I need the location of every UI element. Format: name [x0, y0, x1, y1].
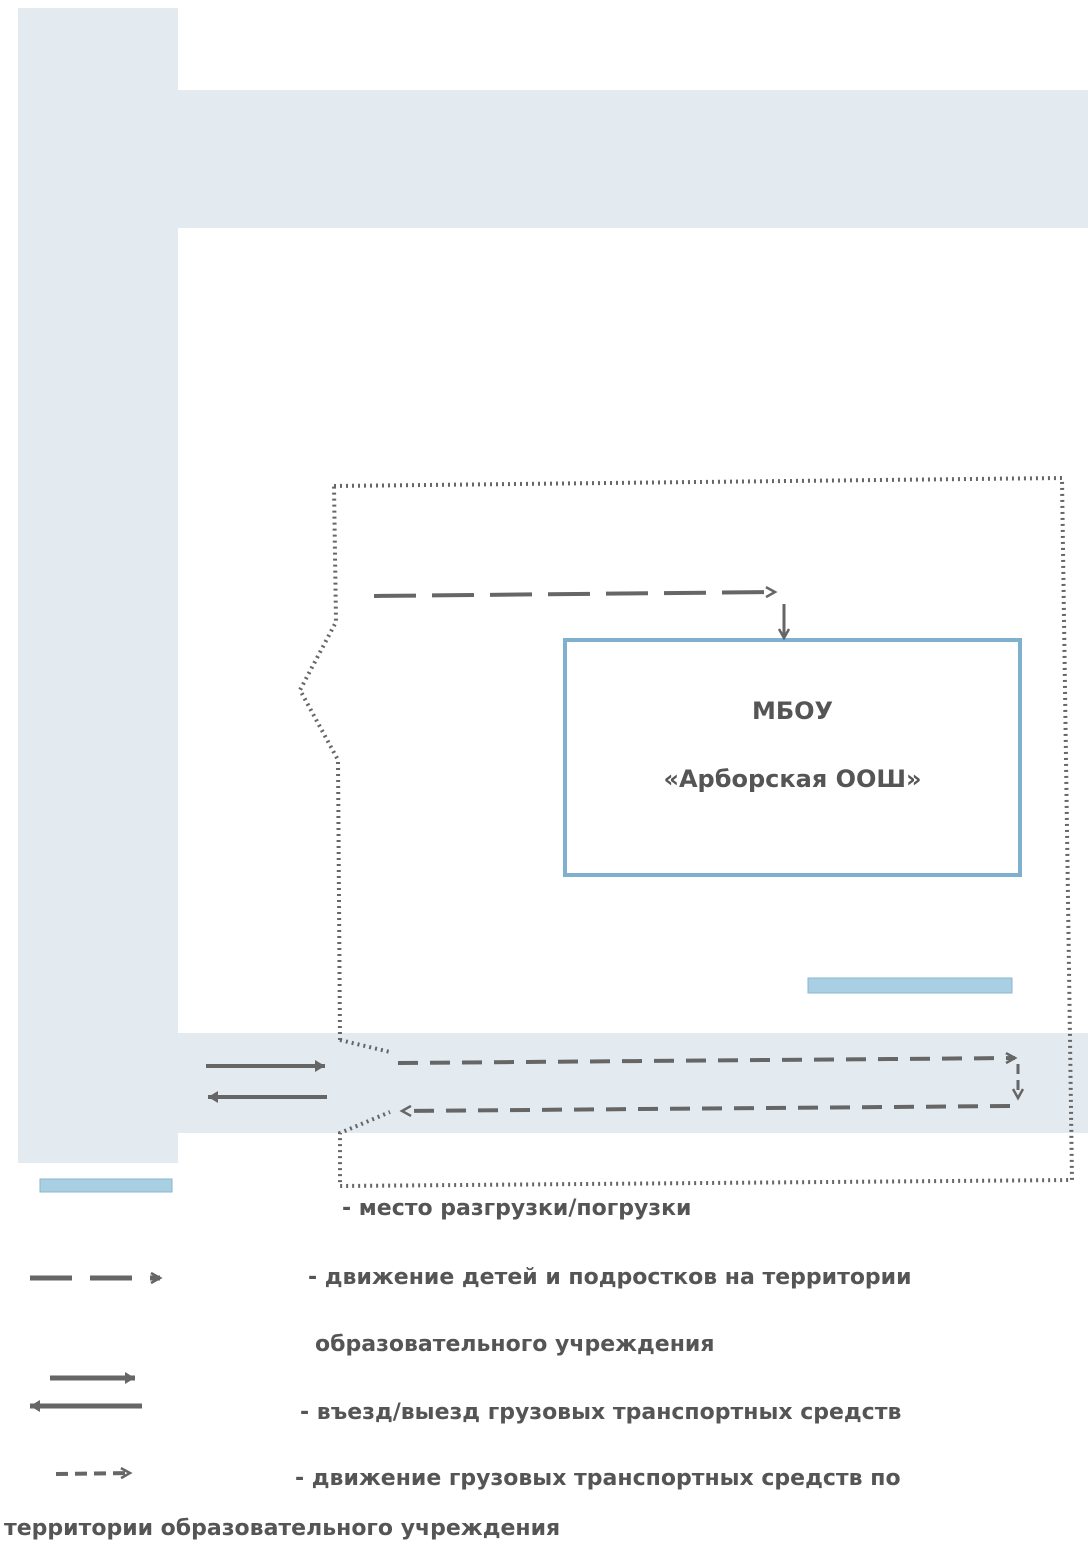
- top-road: [178, 90, 1088, 228]
- legend-truck-label-line2: территории образовательного учреждения: [4, 1516, 561, 1541]
- legend-unloading-label: - место разгрузки/погрузки: [342, 1196, 692, 1221]
- truck-path-in: [397, 1051, 1018, 1065]
- legend-unloading-swatch: [39, 1178, 173, 1193]
- legend-truck-arrow-icon: [55, 1467, 133, 1480]
- school-name-line1: МБОУ: [751, 697, 834, 725]
- bottom-driveway: [150, 1033, 1088, 1133]
- school-building: [563, 638, 1022, 877]
- legend-children-label-line1: - движение детей и подростков на террито…: [308, 1265, 912, 1290]
- territory-boundary: [297, 475, 1075, 1189]
- children-path-arrow: [373, 585, 778, 599]
- legend-entry-exit-label: - въезд/выезд грузовых транспортных сред…: [300, 1400, 902, 1425]
- truck-path-out: [399, 1104, 1011, 1118]
- legend-truck-label-line1: - движение грузовых транспортных средств…: [295, 1466, 901, 1491]
- unloading-zone: [807, 977, 1013, 994]
- school-name-line2: «Арборская ООШ»: [663, 765, 922, 793]
- legend-children-label-line2: образовательного учреждения: [315, 1332, 715, 1357]
- vertical-road: [18, 8, 178, 1163]
